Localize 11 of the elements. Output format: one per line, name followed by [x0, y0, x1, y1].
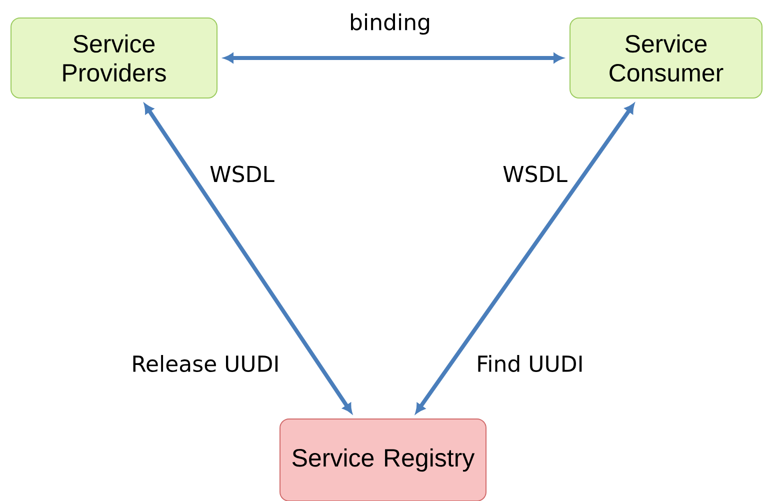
edge-label: Release UUDI — [129, 353, 282, 374]
edge-label: Find UUDI — [474, 353, 586, 374]
arrow — [224, 53, 563, 63]
service-box: Service Providers — [10, 18, 218, 98]
service-box: Service Consumer — [570, 18, 762, 98]
arrow — [144, 104, 352, 414]
edge-label: binding — [347, 11, 433, 37]
arrow-label: WSDL — [500, 164, 570, 184]
service-box: Service Registry — [280, 418, 486, 501]
arrow — [416, 104, 634, 414]
arrow-label: WSDL — [208, 164, 276, 184]
